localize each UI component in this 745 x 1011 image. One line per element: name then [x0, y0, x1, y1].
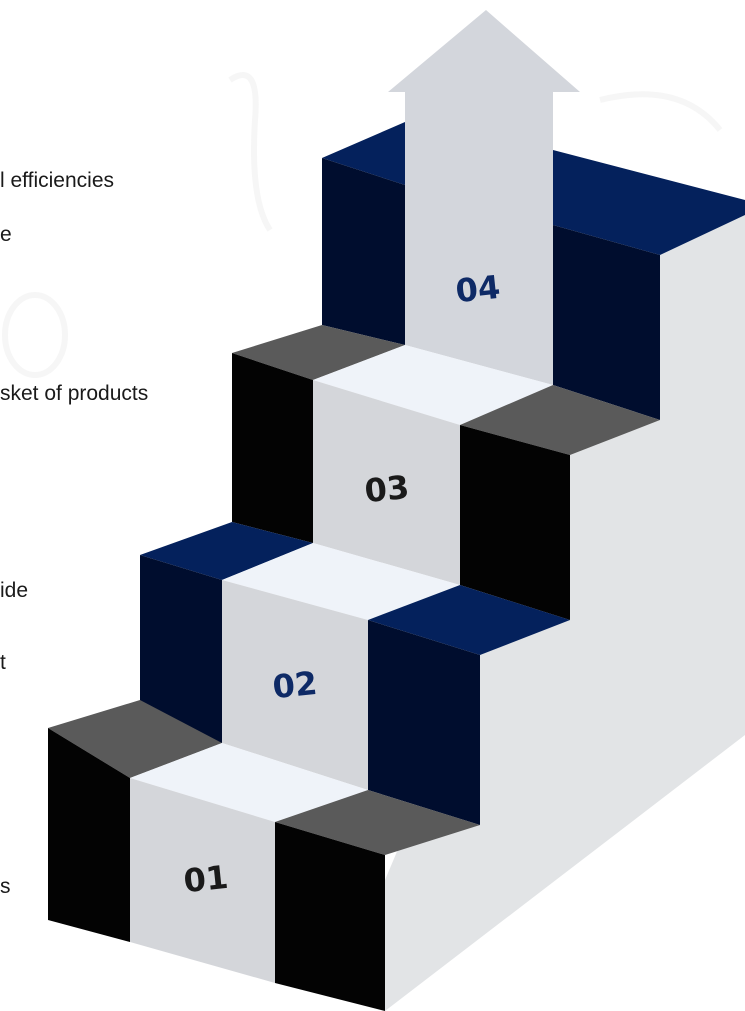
step-02-top-light: [222, 543, 460, 620]
side-text-6: s: [0, 875, 11, 898]
step-03-left-tread: [232, 325, 405, 380]
side-text-1: l efficiencies: [0, 169, 115, 192]
step-03-left-riser: [232, 353, 313, 543]
step-01-left-riser: [48, 728, 130, 942]
step-01-right-tread: [275, 790, 480, 855]
step-04-arrow: [388, 10, 580, 385]
step-01-left-tread: [48, 700, 222, 778]
step-03-number: 03: [363, 468, 411, 510]
step-02-right-tread: [368, 585, 570, 655]
step-04-number: 04: [454, 268, 502, 310]
side-text-3: sket of products: [0, 382, 149, 405]
side-text-2: e: [0, 223, 12, 246]
step-02-number: 02: [271, 664, 319, 706]
step-03-right-tread: [460, 385, 660, 455]
step-04-top-navy: [322, 122, 745, 255]
step-01-front-panel: [130, 778, 275, 983]
step-02-front-panel: [222, 580, 368, 790]
step-02-left-riser: [140, 555, 222, 743]
side-text-4: ide: [0, 579, 29, 602]
step-01-number: 01: [182, 858, 230, 900]
side-text-5: t: [0, 651, 6, 674]
step-03-right-riser: [460, 425, 570, 620]
step-02-right-riser: [368, 620, 480, 825]
step-01-top-light: [130, 743, 368, 822]
step-03-top-light: [313, 345, 553, 425]
step-04-left-riser: [322, 158, 405, 345]
step-03-front-panel: [313, 380, 460, 585]
step-02-left-tread: [140, 522, 313, 580]
background-decoration: [2, 72, 723, 378]
step-04-right-riser: [553, 225, 660, 420]
step-01-right-riser: [275, 822, 385, 1011]
